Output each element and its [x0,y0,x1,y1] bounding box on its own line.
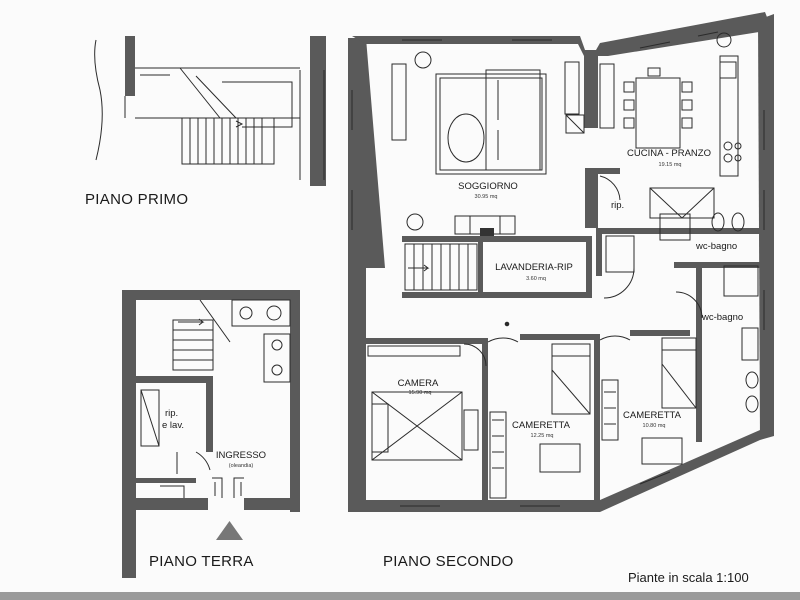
room-ingresso-note: (oleandia) [228,463,254,469]
second-floor-title: PIANO SECONDO [383,553,514,570]
room-lavanderia-name: LAVANDERIA-RIP [495,262,573,273]
room-lavanderia-area: 3.60 mq [526,276,546,282]
room-ingresso-name: INGRESSO [215,450,267,461]
room-rip-second-name: rip. [611,200,625,211]
bottom-border-bar [0,592,800,600]
room-cameretta2-name: CAMERETTA [623,410,681,421]
room-camera-area: 15.90 mq [408,390,432,396]
ground-floor-title: PIANO TERRA [149,553,254,570]
scale-note: Piante in scala 1:100 [628,570,749,585]
ground-floor-plan [122,290,300,578]
first-floor-plan [94,36,326,186]
room-soggiorno-area: 30.95 mq [474,194,498,200]
room-cameretta1-area: 12.25 mq [530,433,554,439]
room-camera-name: CAMERA [397,378,439,389]
room-wc1-name: wc-bagno [696,241,738,252]
first-floor-title: PIANO PRIMO [85,191,189,208]
room-wc2-name: wc-bagno [702,312,744,323]
room-cucina-name: CUCINA - PRANZO [627,148,711,159]
room-cucina-area: 19.15 mq [658,162,682,168]
room-rip-ground-name: rip. [165,408,179,419]
second-floor-plan [348,12,774,512]
room-cameretta1-name: CAMERETTA [512,420,570,431]
room-cameretta2-area: 10.80 mq [642,423,666,429]
room-rip-ground-name2: e lav. [162,420,185,431]
room-soggiorno-name: SOGGIORNO [458,181,518,192]
